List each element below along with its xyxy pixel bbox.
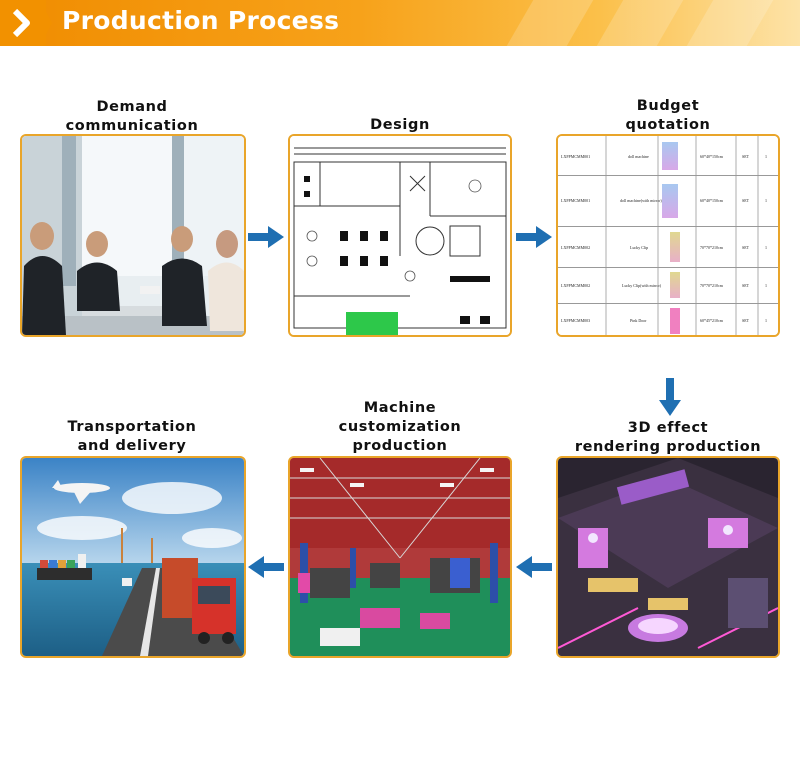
step-image-design: [288, 134, 512, 337]
quotation-table: LXFPMCMM001 doll machine 60*40*150cm SET…: [558, 136, 778, 335]
arrow-left-icon: [516, 556, 552, 578]
table-row: LXFPMCMM002 Lucky Clip(with mirror) 70*7…: [558, 268, 778, 304]
step-label-budget: Budget quotation: [625, 98, 711, 133]
step-label-3d-rendering: 3D effect rendering production: [574, 420, 762, 455]
arrow-right-icon: [516, 226, 552, 248]
step-label-design: Design: [370, 117, 430, 133]
step-image-transportation: [20, 456, 246, 658]
step-label-machine-production: Machine customization production: [338, 400, 462, 454]
step-label-transportation: Transportation and delivery: [67, 419, 197, 454]
step-image-machine-production: [288, 456, 512, 658]
table-row: LXFPMCMM001 doll machine 60*40*150cm SET…: [558, 136, 778, 176]
arrow-left-icon: [248, 556, 284, 578]
step-image-demand-communication: [20, 134, 246, 337]
page-title: Production Process: [62, 6, 340, 35]
arrow-right-icon: [248, 226, 284, 248]
step-image-3d-rendering: [556, 456, 780, 658]
chevron-badge: [0, 0, 52, 46]
table-row: LXFPMCMM001 doll machine(with mirror) 60…: [558, 176, 778, 227]
step-label-demand: Demand communication: [65, 99, 199, 134]
chevron-right-icon: [12, 9, 30, 37]
header-banner: Production Process: [0, 0, 800, 46]
table-row: LXFPMCMM003 Pink Door 60*45*210cm SET 1: [558, 304, 778, 335]
arrow-down-icon: [659, 378, 681, 416]
table-row: LXFPMCMM002 Lucky Clip 70*70*210cm SET 1: [558, 227, 778, 268]
step-image-budget-quotation: LXFPMCMM001 doll machine 60*40*150cm SET…: [556, 134, 780, 337]
